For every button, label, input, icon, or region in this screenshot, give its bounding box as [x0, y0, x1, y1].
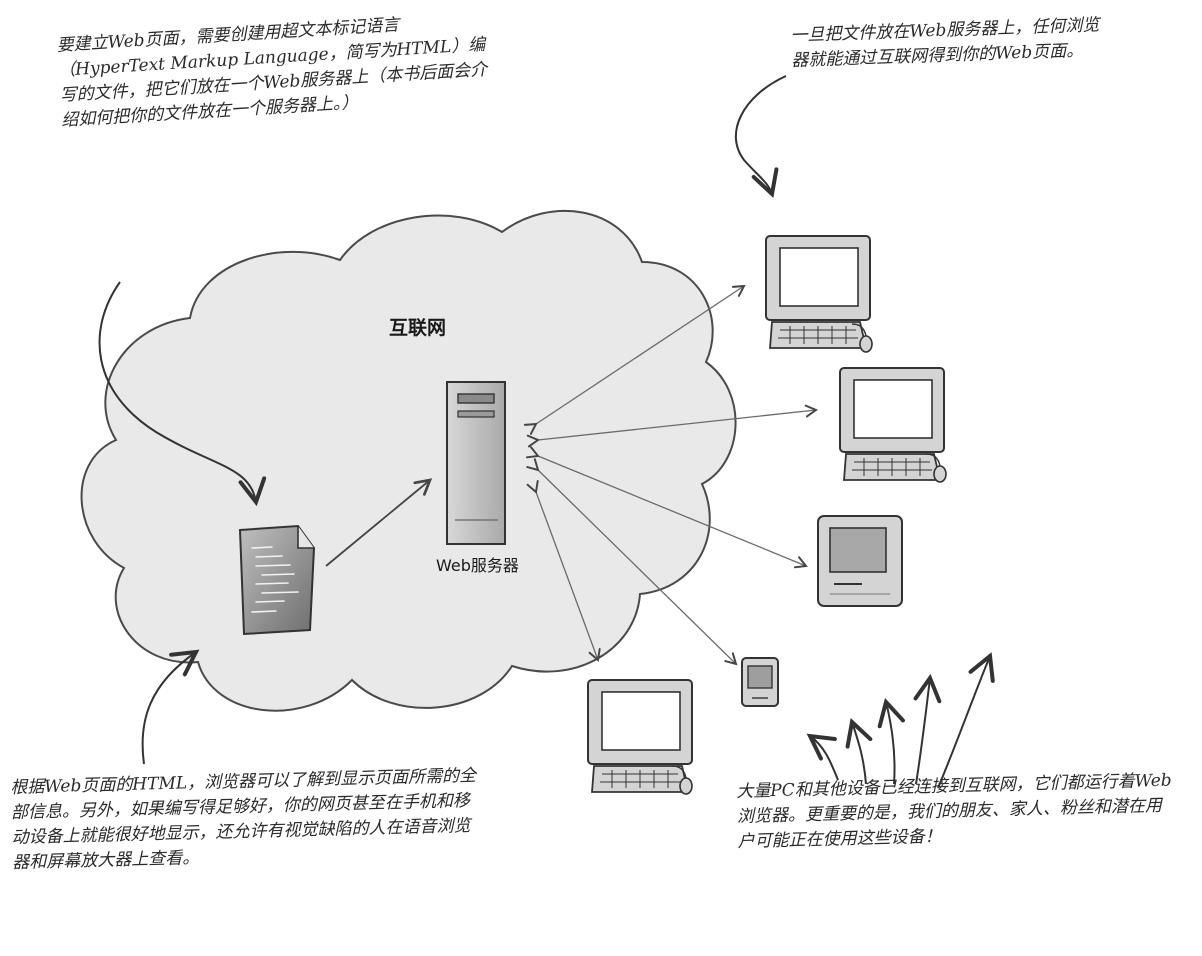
web-server-icon [446, 381, 506, 545]
desktop-computer-icon [839, 367, 947, 483]
classic-mac-icon [817, 515, 903, 607]
internet-cloud [80, 210, 737, 712]
arrow-document-to-server [325, 478, 433, 567]
arrow-note-bottom-right [937, 656, 990, 789]
desktop-computer-icon [587, 679, 693, 795]
arrow-server-desktop-2 [526, 404, 818, 448]
arrow-note-bottom-right [886, 702, 895, 785]
arrow-note-bottom-right [852, 722, 866, 785]
desktop-computer-icon [765, 235, 873, 353]
web-server-label: Web服务器 [436, 556, 519, 575]
arrow-note-bottom-left [141, 652, 196, 765]
arrow-note-bottom-right [916, 678, 930, 785]
internet-label: 互联网 [389, 317, 446, 339]
note-browser-renders: 根据Web页面的HTML，浏览器可以了解到显示页面所需的全部信息。另外，如果编写… [10, 765, 477, 873]
note-many-devices: 大量PC和其他设备已经连接到互联网，它们都运行着Web浏览器。更重要的是，我们的… [736, 770, 1172, 852]
arrow-note-top-left [98, 281, 256, 502]
handheld-device-icon [741, 657, 779, 707]
arrow-note-bottom-right [810, 736, 839, 781]
arrow-server-desktop-1 [523, 284, 746, 435]
arrow-note-top-right [734, 75, 787, 194]
html-document-icon [238, 524, 316, 636]
arrow-server-desktop-3 [526, 480, 601, 662]
